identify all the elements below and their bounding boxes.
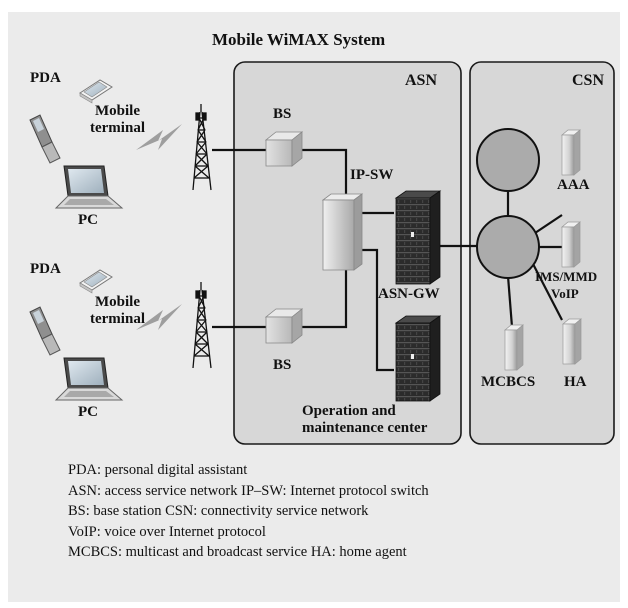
mobile-terminal-device-bottom bbox=[29, 306, 61, 356]
ha-server bbox=[562, 318, 582, 365]
aaa-server bbox=[561, 129, 581, 176]
asn-gw-label: ASN-GW bbox=[378, 286, 440, 302]
abbreviation-legend: PDA: personal digital assistant ASN: acc… bbox=[68, 460, 429, 563]
ims-mmd-server bbox=[561, 221, 581, 268]
link-bs-top-ipsw bbox=[302, 148, 348, 200]
ip-sw-switch bbox=[321, 193, 364, 271]
pda-device-top bbox=[79, 79, 113, 104]
csn-region-label: CSN bbox=[572, 72, 605, 89]
pda-label-top: PDA bbox=[30, 70, 61, 86]
pda-label-bottom: PDA bbox=[30, 261, 61, 277]
legend-line: BS: base station CSN: connectivity servi… bbox=[68, 503, 369, 519]
mobile-terminal-device-top bbox=[29, 114, 61, 164]
connection-lines bbox=[212, 148, 563, 372]
radio-tower-icon-top bbox=[192, 104, 212, 191]
wireless-signal-icon-bottom bbox=[136, 304, 182, 330]
link-hub-aaa bbox=[531, 214, 563, 236]
asn-gw-server-rack bbox=[394, 190, 442, 285]
radio-tower-icon-bottom bbox=[192, 282, 212, 369]
pc-laptop-device-top bbox=[54, 165, 124, 209]
link-hub-mcbcs bbox=[506, 275, 514, 328]
wireless-signal-icon-top bbox=[136, 124, 182, 150]
mcbcs-label: MCBCS bbox=[481, 374, 536, 390]
bs-box-bottom bbox=[264, 308, 304, 344]
omc-label: Operation and maintenance center bbox=[302, 403, 428, 436]
bs-label-bottom: BS bbox=[273, 357, 292, 373]
legend-line: VoIP: voice over Internet protocol bbox=[68, 523, 266, 540]
pc-laptop-device-bottom bbox=[54, 357, 124, 401]
pc-label-top: PC bbox=[78, 212, 98, 228]
mcbcs-server bbox=[504, 324, 524, 371]
csn-core-node-top bbox=[476, 128, 540, 192]
pda-device-bottom bbox=[79, 269, 113, 294]
ha-label: HA bbox=[564, 374, 587, 390]
legend-line: ASN: access service network IP–SW: Inter… bbox=[68, 482, 429, 499]
voip-label: VoIP bbox=[551, 286, 579, 301]
csn-hub-node bbox=[476, 215, 540, 279]
bs-box-top bbox=[264, 131, 304, 167]
ip-sw-label: IP-SW bbox=[350, 167, 394, 183]
mobile-terminal-label-bottom: Mobile terminal bbox=[90, 294, 145, 327]
pc-label-bottom: PC bbox=[78, 404, 98, 420]
bs-label-top: BS bbox=[273, 106, 292, 122]
link-hub-ha bbox=[531, 261, 563, 321]
legend-line: PDA: personal digital assistant bbox=[68, 462, 248, 478]
link-bs-bottom-ipsw bbox=[302, 268, 348, 329]
mobile-terminal-label-top: Mobile terminal bbox=[90, 103, 145, 136]
ims-mmd-label: IMS/MMD bbox=[535, 269, 598, 284]
omc-server-rack bbox=[394, 315, 442, 402]
diagram-title: Mobile WiMAX System bbox=[212, 30, 386, 49]
legend-line: MCBCS: multicast and broadcast service H… bbox=[68, 544, 407, 560]
link-ipsw-omc bbox=[362, 248, 394, 372]
aaa-label: AAA bbox=[557, 177, 590, 193]
asn-region-label: ASN bbox=[405, 72, 438, 89]
